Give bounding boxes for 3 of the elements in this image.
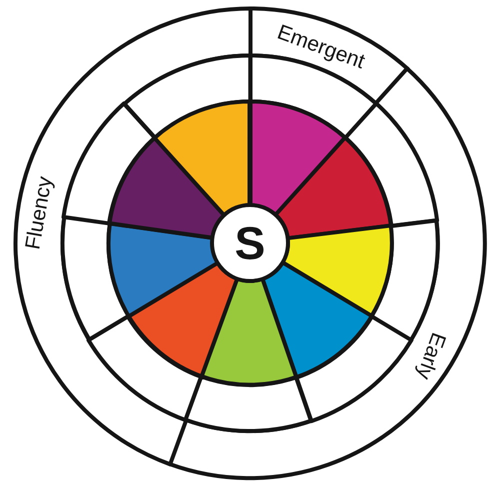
center-letter: S (234, 220, 266, 266)
stage-label: Early (413, 330, 450, 382)
stage-label: Fluency (22, 175, 56, 252)
